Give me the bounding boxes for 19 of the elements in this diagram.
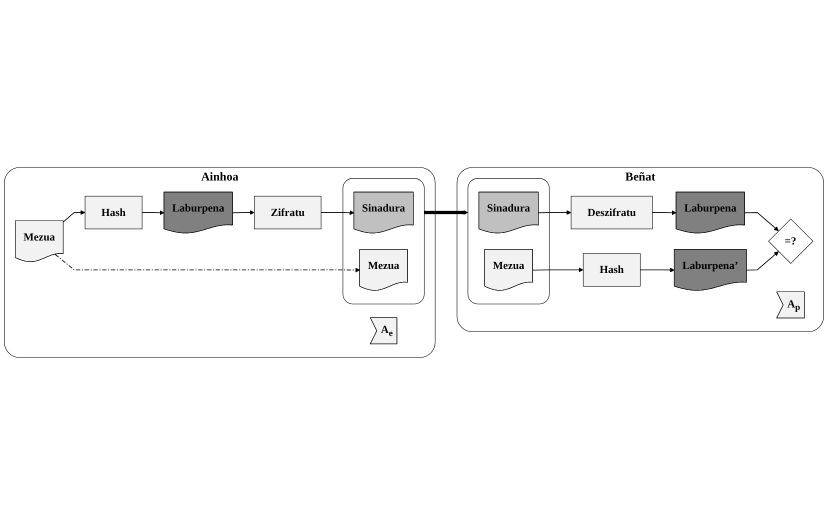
node-diamond: =? bbox=[768, 218, 814, 264]
arrow bbox=[744, 212, 779, 232]
arrow bbox=[424, 210, 468, 215]
cluster bbox=[342, 178, 425, 304]
arrow bbox=[652, 210, 677, 216]
node-box: Hash bbox=[582, 253, 641, 287]
arrow bbox=[320, 210, 354, 216]
node-box: Deszifratu bbox=[570, 196, 653, 230]
arrow bbox=[532, 267, 584, 272]
arrow bbox=[746, 251, 779, 271]
arrow bbox=[54, 254, 360, 272]
arrow bbox=[640, 268, 675, 272]
node-box: Hash bbox=[84, 196, 142, 230]
cluster bbox=[468, 178, 550, 304]
arrow bbox=[232, 210, 255, 215]
node-box: Zifratu bbox=[254, 196, 322, 230]
arrow bbox=[63, 210, 86, 222]
arrow bbox=[142, 210, 164, 216]
arrow bbox=[538, 210, 572, 215]
